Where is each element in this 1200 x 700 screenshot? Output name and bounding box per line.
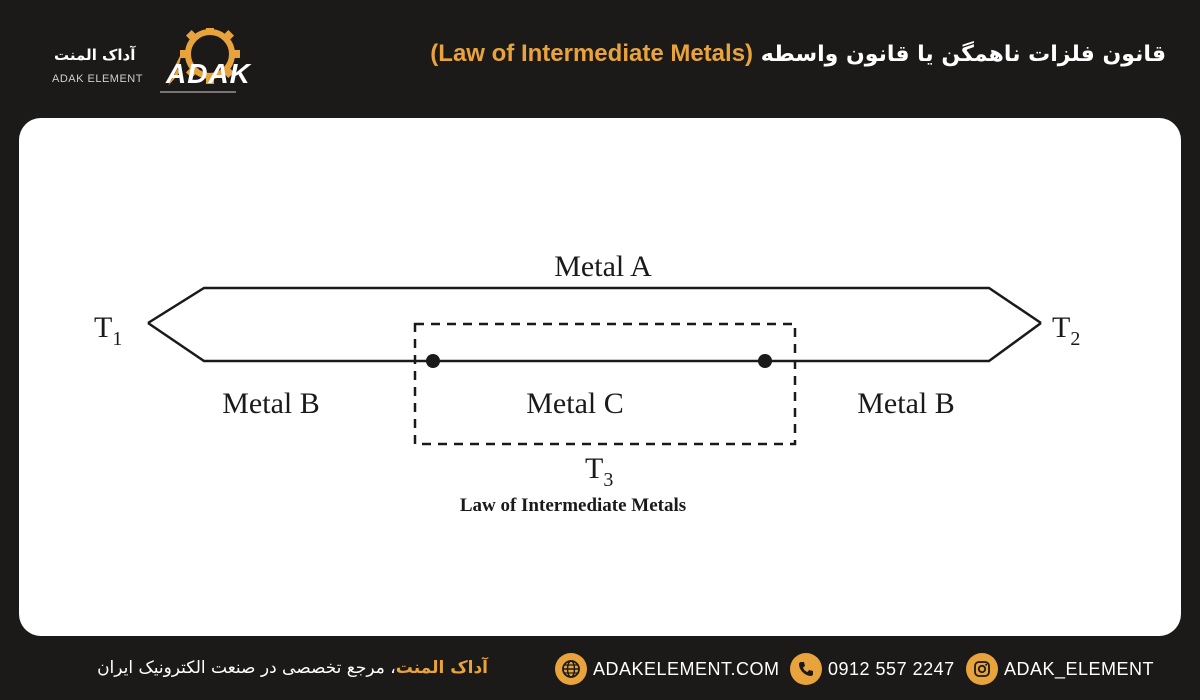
website-text: ADAKELEMENT.COM [593,658,780,679]
phone-text: 0912 557 2247 [828,658,955,679]
logo-name-fa: آداک المنت [54,46,136,64]
instagram-icon [966,653,998,685]
thermocouple-diagram: Metal A Metal B Metal C Metal B T1 T2 T3… [94,250,1080,516]
phone-link[interactable]: 0912 557 2247 [790,653,955,685]
title-fa: قانون فلزات ناهمگن یا قانون واسطه [760,42,1166,67]
instagram-text: ADAK_ELEMENT [1004,658,1155,679]
gear-logo-icon [160,28,240,93]
intermediate-region-box [413,322,797,446]
t2-label: T2 [1052,311,1080,350]
t3-subscript: 3 [603,469,613,491]
diagram-caption: Law of Intermediate Metals [460,495,686,516]
diagram-card: Metal A Metal B Metal C Metal B T1 T2 T3… [19,118,1181,636]
logo-brand: ADAK [166,58,251,89]
tagline-text: ، مرجع تخصصی در صنعت الکترونیک ایران [97,658,396,678]
t2-base: T [1052,311,1070,344]
junction-left-dot [426,354,440,368]
metal-a-wire [147,286,1042,325]
t1-subscript: 1 [112,328,122,350]
page-title: قانون فلزات ناهمگن یا قانون واسطه (Law o… [430,40,1166,68]
company-logo[interactable]: آداک المنت ADAK ELEMENT ADAK [40,28,250,98]
instagram-link[interactable]: ADAK_ELEMENT [966,653,1155,685]
tagline-brand: آداک المنت [395,658,488,678]
metal-b-left-wire [147,321,433,363]
header: آداک المنت ADAK ELEMENT ADAK [0,0,1200,118]
globe-icon [555,653,587,685]
title-en: (Law of Intermediate Metals) [430,40,754,67]
footer: آداک المنت، مرجع تخصصی در صنعت الکترونیک… [0,640,1200,700]
metal-c-label: Metal C [526,387,624,420]
t3-base: T [585,452,603,485]
t1-label: T1 [94,311,122,350]
website-link[interactable]: ADAKELEMENT.COM [555,653,780,685]
t2-subscript: 2 [1070,328,1080,350]
footer-tagline: آداک المنت، مرجع تخصصی در صنعت الکترونیک… [97,658,488,678]
phone-icon [790,653,822,685]
metal-b-left-label: Metal B [222,387,320,420]
metal-a-label: Metal A [554,250,652,283]
junction-right-dot [758,354,772,368]
t1-base: T [94,311,112,344]
metal-b-right-label: Metal B [857,387,955,420]
metal-b-right-wire [765,321,1042,363]
logo-name-en: ADAK ELEMENT [52,73,143,85]
t3-label: T3 [585,452,613,491]
